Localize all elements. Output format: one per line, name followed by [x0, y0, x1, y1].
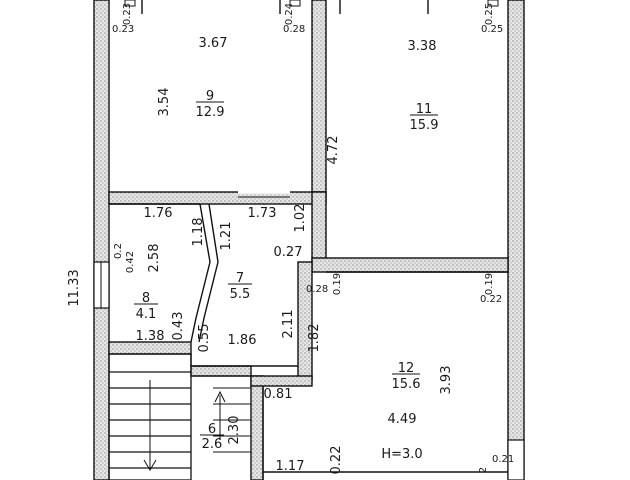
room-9-right-small-a: 0.24	[284, 3, 295, 25]
wall-mid-upper	[311, 0, 327, 193]
room-8-number: 8	[142, 291, 150, 306]
room-12-left-small: 0.81	[264, 387, 293, 402]
wall-7-6	[190, 365, 252, 377]
room-11-area: 15.9	[410, 118, 439, 133]
room-7-width: 1.73	[248, 206, 277, 221]
room-7-left: 1.21	[219, 222, 234, 251]
ceiling-height: H=3.0	[381, 447, 422, 462]
room-9-width: 3.67	[199, 36, 228, 51]
room-7-right-b: 0.27	[274, 245, 303, 260]
room-12-top-right-a: 0.19	[484, 273, 495, 295]
room-12-width: 4.49	[388, 412, 417, 427]
room-7-bottom-left: 0.55	[197, 324, 212, 353]
wall-12-top-left	[250, 375, 313, 387]
labels: 11.33 3.67 3.54 9 12.9 0.23 0.23 0.24 0.…	[67, 3, 514, 475]
room-6-area: 2.6	[202, 437, 223, 452]
room-12-left: 1.82	[307, 324, 322, 353]
room-7-bottom-right: 2.11	[281, 310, 296, 339]
room-9-depth: 3.54	[157, 88, 172, 117]
room-6-width: 2.30	[227, 416, 242, 445]
wall-6-right	[250, 375, 264, 480]
room-12-depth: 3.93	[439, 366, 454, 395]
room-8-side-a: 0.2	[113, 243, 124, 259]
wall-7-right	[311, 191, 327, 263]
room-8-bottom-small: 0.43	[171, 312, 186, 341]
partitions	[109, 0, 508, 480]
wall-under-11	[311, 257, 509, 273]
room-12-bottom-small: 0.22	[329, 446, 344, 475]
room-12-top-left-b: 0.19	[332, 273, 343, 295]
room-9-top-small: 0.23	[122, 3, 133, 25]
room-12-bottom-right-b: 2	[478, 467, 489, 473]
room-11-width: 3.38	[408, 39, 437, 54]
room-11-right-small-b: 0.25	[481, 24, 503, 35]
wall-right	[507, 0, 525, 480]
room-9-area: 12.9	[196, 105, 225, 120]
room-9-right-small-b: 0.28	[283, 24, 305, 35]
room-11-number: 11	[416, 102, 433, 117]
wall-under-9	[108, 191, 327, 205]
windows	[93, 0, 525, 480]
room-7-area: 5.5	[230, 287, 251, 302]
exterior-walls	[93, 0, 525, 480]
room-8-depth: 2.58	[147, 244, 162, 273]
staircase	[108, 353, 251, 480]
room-12-bottom-right: 0.21	[492, 454, 514, 465]
room-8-width: 1.76	[144, 206, 173, 221]
room-7-number: 7	[236, 271, 244, 286]
room-9-number: 9	[206, 89, 214, 104]
wall-left	[93, 0, 110, 480]
room-8-area: 4.1	[136, 307, 157, 322]
room-12-top-right-b: 0.22	[480, 294, 502, 305]
room-7-right-a: 1.02	[293, 204, 308, 233]
room-9-left-small: 0.23	[112, 24, 134, 35]
room-12-number: 12	[398, 361, 415, 376]
room-12-bottom-left: 1.17	[276, 459, 305, 474]
room-11-depth: 4.72	[326, 136, 341, 165]
room-8-side-b: 0.42	[125, 251, 136, 273]
room-8-right: 1.18	[191, 218, 206, 247]
room-11-right-small-a: 0.25	[484, 3, 495, 25]
room-12-area: 15.6	[392, 377, 421, 392]
overall-height-label: 11.33	[67, 269, 82, 306]
room-6-number: 6	[208, 422, 216, 437]
room-12-top-left-a: 0.28	[306, 284, 328, 295]
room-8-bottom: 1.38	[136, 329, 165, 344]
room-7-depth: 1.86	[228, 333, 257, 348]
wall-12-left	[297, 261, 313, 381]
